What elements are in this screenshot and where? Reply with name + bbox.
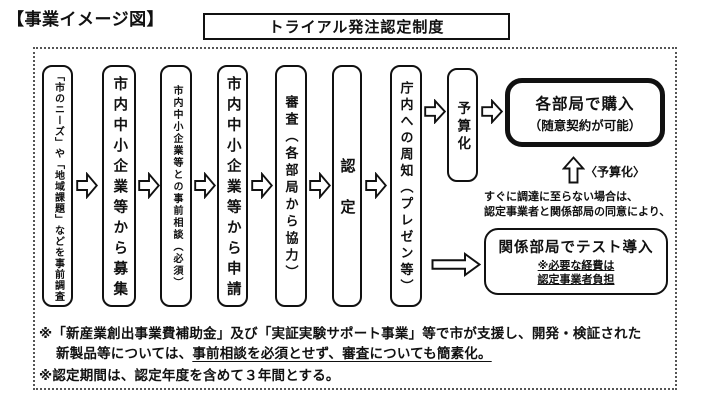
test-condition-text: すぐに調達に至らない場合は、 認定事業者と関係部局の同意により、 (484, 190, 670, 220)
footnote-1-line2-underlined: 事前相談を必須とせず、審査についても簡素化。 (192, 346, 492, 361)
test-box-title: 関係部局でテスト導入 (498, 239, 654, 256)
purchase-title: 各部局で購入 (535, 95, 635, 113)
budget-up-arrow-icon (562, 156, 585, 184)
flow-step-preliminary-survey: 「市のニーズ」や「地域課題」などを事前調査 (42, 65, 73, 307)
test-box-note-line1: ※必要な経費は (537, 259, 615, 272)
flow-arrow-icon-4 (251, 172, 273, 199)
purchase-subtitle: （随意契約が可能） (528, 118, 642, 133)
test-condition-line2: 認定事業者と関係部局の同意により、 (484, 205, 671, 218)
test-box-note: ※必要な経費は 認定事業者負担 (538, 260, 615, 288)
flow-step-internal-announcement-label: 庁内への周知（プレゼン等） (398, 80, 414, 296)
flow-step-pre-consultation: 市内中小企業等との事前相談（必須） (160, 65, 192, 307)
flow-step-certification-label: 認定 (338, 158, 356, 240)
purchase-box: 各部局で購入 （随意契約が可能） (505, 78, 665, 147)
flow-step-screening-label: 審査（各部局から協力） (283, 94, 299, 282)
flow-arrow-icon-3 (194, 172, 216, 199)
test-route-arrow-icon (431, 252, 481, 277)
footnote-2: ※認定期間は、認定年度を含めて３年間とする。 (39, 368, 340, 383)
flow-step-internal-announcement: 庁内への周知（プレゼン等） (390, 65, 422, 307)
flow-step-screening: 審査（各部局から協力） (275, 65, 307, 307)
flow-step-pre-consultation-label: 市内中小企業等との事前相談（必須） (171, 85, 182, 289)
scheme-title-box: トライアル発注認定制度 (203, 13, 510, 40)
scheme-title: トライアル発注認定制度 (268, 19, 445, 36)
flow-step-application-label: 市内中小企業等から申請 (224, 76, 241, 302)
flow-step-preliminary-survey-label: 「市のニーズ」や「地域課題」などを事前調査 (52, 70, 64, 302)
page-title: 【事業イメージ図】 (7, 10, 165, 29)
flow-step-recruitment: 市内中小企業等から募集 (102, 65, 136, 307)
flow-arrow-icon-5 (309, 172, 331, 199)
flow-arrow-icon-7 (424, 99, 446, 124)
flow-arrow-icon-8 (481, 99, 503, 124)
test-box-note-line2: 認定事業者負担 (537, 273, 615, 286)
flow-step-recruitment-label: 市内中小企業等から募集 (111, 76, 128, 302)
footnote-1-line2: 新製品等については、事前相談を必須とせず、審査についても簡素化。 (56, 342, 492, 362)
test-introduction-box: 関係部局でテスト導入 ※必要な経費は 認定事業者負担 (484, 228, 668, 295)
flow-arrow-icon-1 (76, 172, 98, 199)
flow-step-certification: 認定 (332, 65, 362, 307)
footnote-1-line2-plain: 新製品等については、 (56, 346, 193, 361)
test-condition-line1: すぐに調達に至らない場合は、 (484, 191, 638, 203)
flow-arrow-icon-6 (365, 172, 387, 199)
flow-step-budgeting-label: 予算化 (455, 100, 471, 154)
flow-step-application: 市内中小企業等から申請 (217, 65, 248, 307)
flow-step-budgeting: 予算化 (447, 68, 478, 182)
budget-arrow-label: 〈予算化〉 (585, 165, 646, 179)
flow-arrow-icon-2 (138, 172, 160, 199)
footnote-1-line1: ※「新産業創出事業費補助金」及び「実証実験サポート事業」等で市が支援し、開発・検… (39, 326, 642, 341)
